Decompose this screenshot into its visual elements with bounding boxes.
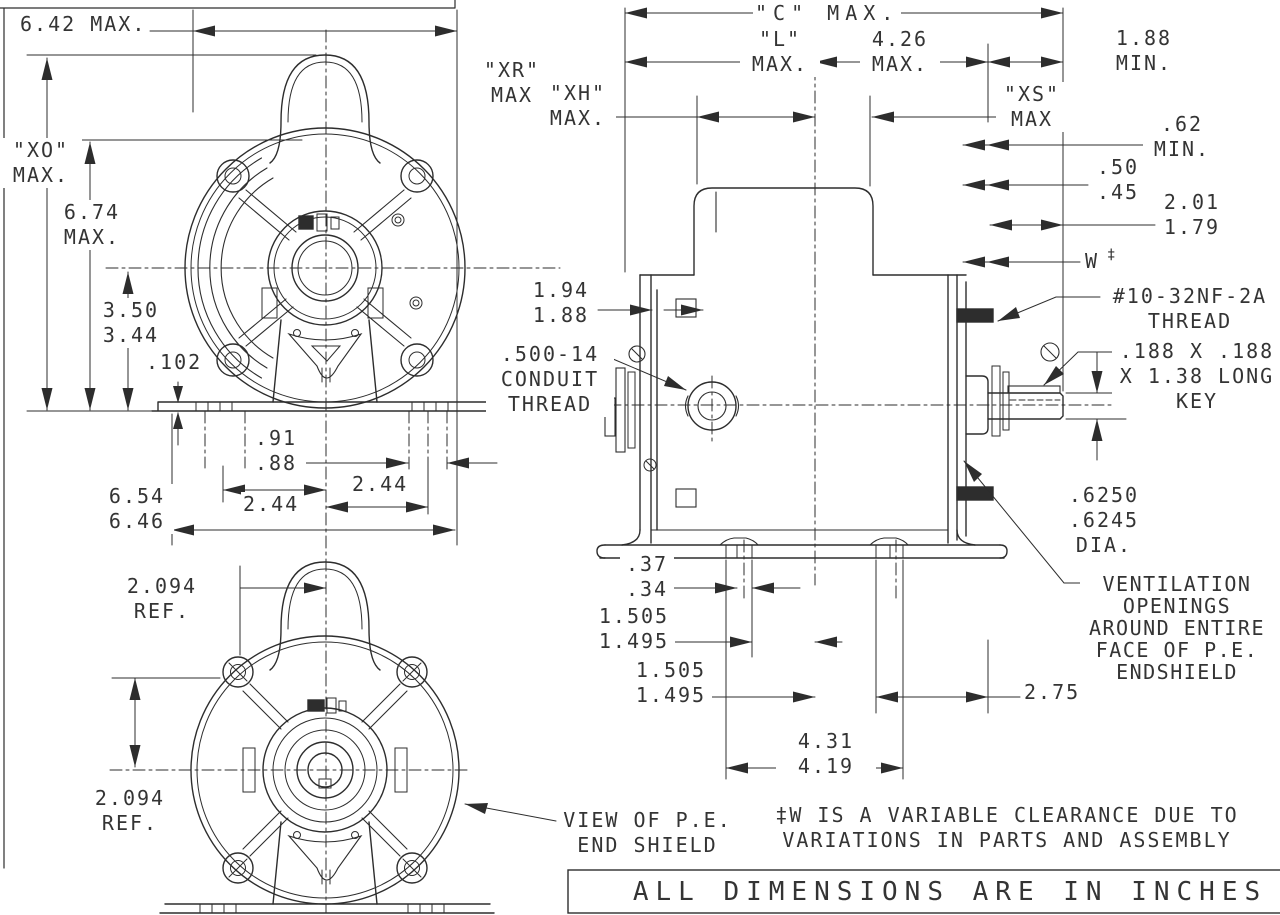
units-note-box <box>567 869 1280 914</box>
dim-front-bolt-offset-left: 2.44 <box>241 492 302 517</box>
dim-pe-bolt-ref-vertical: 2.094 REF. <box>90 786 170 836</box>
dim-front-bolt-offset-right: 2.44 <box>350 472 411 497</box>
dim-side-426-max: 4.26 MAX. <box>860 27 940 77</box>
dim-front-height-max: 6.74 MAX. <box>56 200 128 250</box>
dim-side-w-clearance: W <box>1083 249 1102 274</box>
note-stud-thread: #10-32NF-2A THREAD <box>1102 284 1278 334</box>
dim-side-shaft-ext-min: 1.88 MIN. <box>1106 26 1182 76</box>
dim-shaft-diameter: .6250 .6245 DIA. <box>1056 483 1152 558</box>
note-w-variable-clearance: ‡W IS A VARIABLE CLEARANCE DUE TO VARIAT… <box>765 803 1249 853</box>
dim-side-50-45: .50 .45 <box>1090 155 1146 205</box>
dim-side-slot-b: 1.505 1.495 <box>630 658 712 708</box>
dim-front-overall-width: 6.42 MAX. <box>18 12 149 37</box>
dim-front-xr-max: "XR" MAX <box>472 58 552 108</box>
centerlines <box>105 29 1161 914</box>
dim-side-xh-max: "XH" MAX. <box>540 81 616 131</box>
dimension-arrowheads <box>41 7 1103 814</box>
note-all-dimensions-inches: ALL DIMENSIONS ARE IN INCHES <box>603 877 1280 907</box>
note-conduit-thread: .500-14 CONDUIT THREAD <box>486 342 614 417</box>
dim-side-xs-max: "XS" MAX <box>996 82 1068 132</box>
dim-side-201-179: 2.01 1.79 <box>1156 190 1228 240</box>
dim-front-slot-width: .91 .88 <box>246 426 306 476</box>
dim-side-194-188: 1.94 1.88 <box>525 278 597 328</box>
pe-view-caption: VIEW OF P.E. END SHIELD <box>558 808 737 858</box>
sheet-border <box>0 0 456 869</box>
motor-pe-endshield-view <box>159 561 495 914</box>
dim-side-275: 2.75 <box>1022 680 1083 705</box>
dim-side-slot-a: 1.505 1.495 <box>593 604 675 654</box>
motor-side-view <box>596 187 1064 559</box>
w-dagger-mark: ‡ <box>1105 243 1118 268</box>
dim-front-xo-max: "XO" MAX. <box>0 138 82 188</box>
dim-side-37-34: .37 .34 <box>620 552 674 602</box>
dim-side-c-max: "C" MAX. <box>753 1 902 26</box>
dim-pe-bolt-ref-horizontal: 2.094 REF. <box>122 574 202 624</box>
dim-side-431-419: 4.31 4.19 <box>776 729 876 779</box>
note-ventilation-openings: VENTILATION OPENINGS AROUND ENTIRE FACE … <box>1080 573 1274 683</box>
dim-front-center-height: 3.50 3.44 <box>96 298 166 348</box>
dim-side-l-max: "L" MAX. <box>740 27 820 77</box>
dim-front-pad-thickness: .102 <box>144 350 205 375</box>
note-shaft-key: .188 X .188 X 1.38 LONG KEY <box>1112 339 1280 414</box>
dim-side-62-min: .62 MIN. <box>1143 112 1221 162</box>
dim-front-base-width: 6.54 6.46 <box>100 484 174 534</box>
